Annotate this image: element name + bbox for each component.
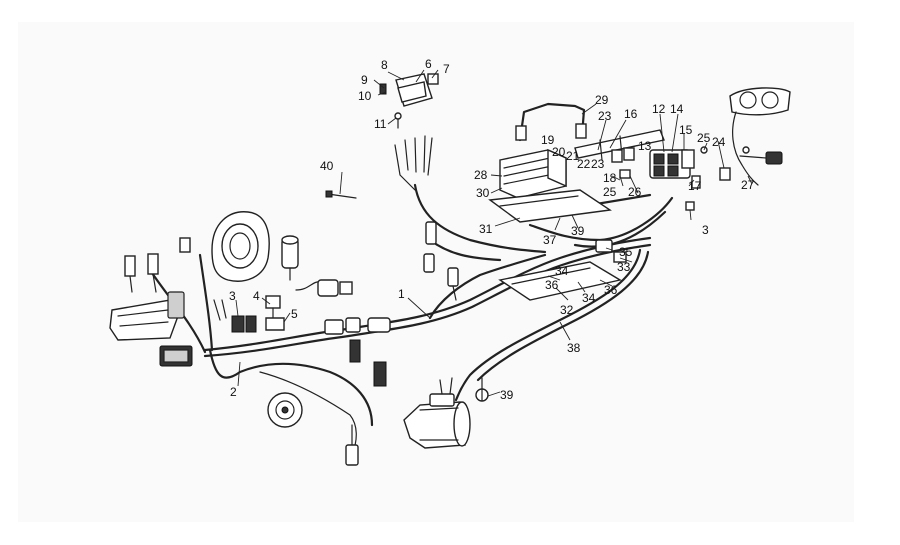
callout-7: 7	[443, 62, 450, 76]
callout-24: 24	[712, 135, 726, 149]
callout-34-right: 34	[582, 291, 596, 305]
callout-26: 26	[628, 185, 642, 199]
callout-1: 1	[398, 287, 405, 301]
callout-13: 13	[638, 139, 652, 153]
ignition-switch	[281, 235, 299, 281]
horn	[267, 392, 303, 428]
ecu-module	[499, 148, 567, 199]
callout-32: 32	[560, 303, 574, 317]
callout-15: 15	[679, 123, 693, 137]
callout-20: 20	[552, 145, 566, 159]
callout-3-right: 3	[702, 223, 709, 237]
battery-cable-29	[515, 102, 587, 142]
callout-3-left: 3	[229, 289, 236, 303]
callout-21: 21	[566, 149, 580, 163]
tail-lamp	[109, 291, 185, 341]
bolt-39-lower	[475, 377, 489, 402]
callout-8: 8	[381, 58, 388, 72]
callout-4: 4	[253, 289, 260, 303]
secondary-harness-2	[208, 348, 374, 456]
instrument-cluster	[729, 87, 791, 186]
callout-31: 31	[479, 222, 493, 236]
central-connectors	[324, 221, 459, 387]
callout-28: 28	[474, 168, 488, 182]
callout-34-mid: 34	[555, 264, 569, 278]
callout-38: 38	[567, 341, 581, 355]
callout-23-top: 23	[598, 109, 612, 123]
callout-16: 16	[624, 107, 638, 121]
callout-2: 2	[230, 385, 237, 399]
callout-labels: 1 2 3 3 4 5 6 7 8 9 10 11 12 13 14 15 16…	[229, 57, 755, 402]
callout-25-left: 25	[603, 185, 617, 199]
callout-11: 11	[374, 117, 387, 131]
callout-35: 35	[619, 245, 633, 259]
callout-5: 5	[291, 307, 298, 321]
screw-40	[325, 190, 357, 199]
callout-30: 30	[476, 186, 490, 200]
sensor-plug	[295, 279, 353, 297]
leader-lines	[235, 69, 753, 397]
callout-9: 9	[361, 73, 368, 87]
callout-22: 22	[577, 157, 591, 171]
callout-39-top: 39	[571, 224, 585, 238]
callout-12: 12	[652, 102, 666, 116]
callout-6: 6	[425, 57, 432, 71]
callout-36-right: 36	[604, 283, 618, 297]
callout-40: 40	[320, 159, 334, 173]
mounting-plate-16	[574, 129, 665, 161]
headlight-assembly	[211, 211, 270, 282]
main-wiring-harness	[148, 236, 652, 358]
voltage-regulator	[379, 73, 439, 129]
callout-10: 10	[358, 89, 372, 103]
callout-17: 17	[688, 179, 702, 193]
callout-36-mid: 36	[545, 278, 559, 292]
harness-38	[454, 248, 650, 402]
connector-5	[265, 317, 285, 331]
relay-box-left	[159, 345, 193, 367]
callout-39-bottom: 39	[500, 388, 514, 402]
callout-14: 14	[670, 102, 684, 116]
callout-33: 33	[617, 260, 631, 274]
callout-37: 37	[543, 233, 557, 247]
callout-29: 29	[595, 93, 609, 107]
left-connectors	[124, 237, 257, 333]
speed-sensor	[345, 424, 359, 466]
battery-tray	[488, 189, 612, 223]
fuse-box	[649, 149, 695, 179]
callout-19: 19	[541, 133, 555, 147]
callout-27: 27	[741, 178, 755, 192]
callout-18: 18	[603, 171, 617, 185]
callout-23-mid: 23	[591, 157, 605, 171]
starter-motor	[403, 377, 471, 449]
connector-4	[265, 295, 281, 319]
callout-25-right: 25	[697, 131, 711, 145]
